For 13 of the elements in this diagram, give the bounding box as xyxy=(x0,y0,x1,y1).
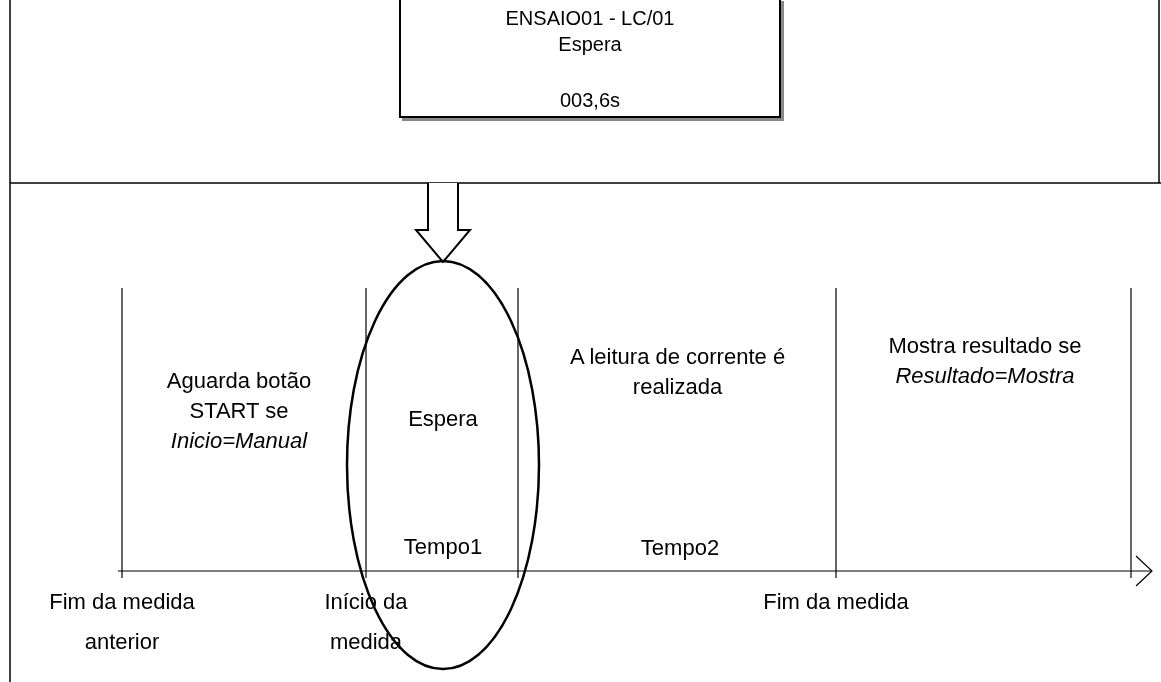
time-marker-label: Fim da medida anterior xyxy=(48,588,196,656)
display-text: 003,6s xyxy=(558,88,622,113)
phase-label: Tempo1 xyxy=(402,533,484,561)
phase-label: Tempo2 xyxy=(639,534,721,562)
phase-label: Espera xyxy=(407,405,479,433)
display-text: ENSAIO01 - LC/01 xyxy=(504,6,676,31)
phase-description: Mostra resultado se Resultado=Mostra xyxy=(887,332,1083,390)
block-arrow xyxy=(413,182,473,264)
display-text: Espera xyxy=(557,32,623,57)
phase-description: Aguarda botão START se Inicio=Manual xyxy=(165,367,313,455)
display-panel xyxy=(399,0,781,118)
phase-description: A leitura de corrente é realizada xyxy=(568,343,787,401)
time-marker-label: Fim da medida xyxy=(762,588,910,616)
